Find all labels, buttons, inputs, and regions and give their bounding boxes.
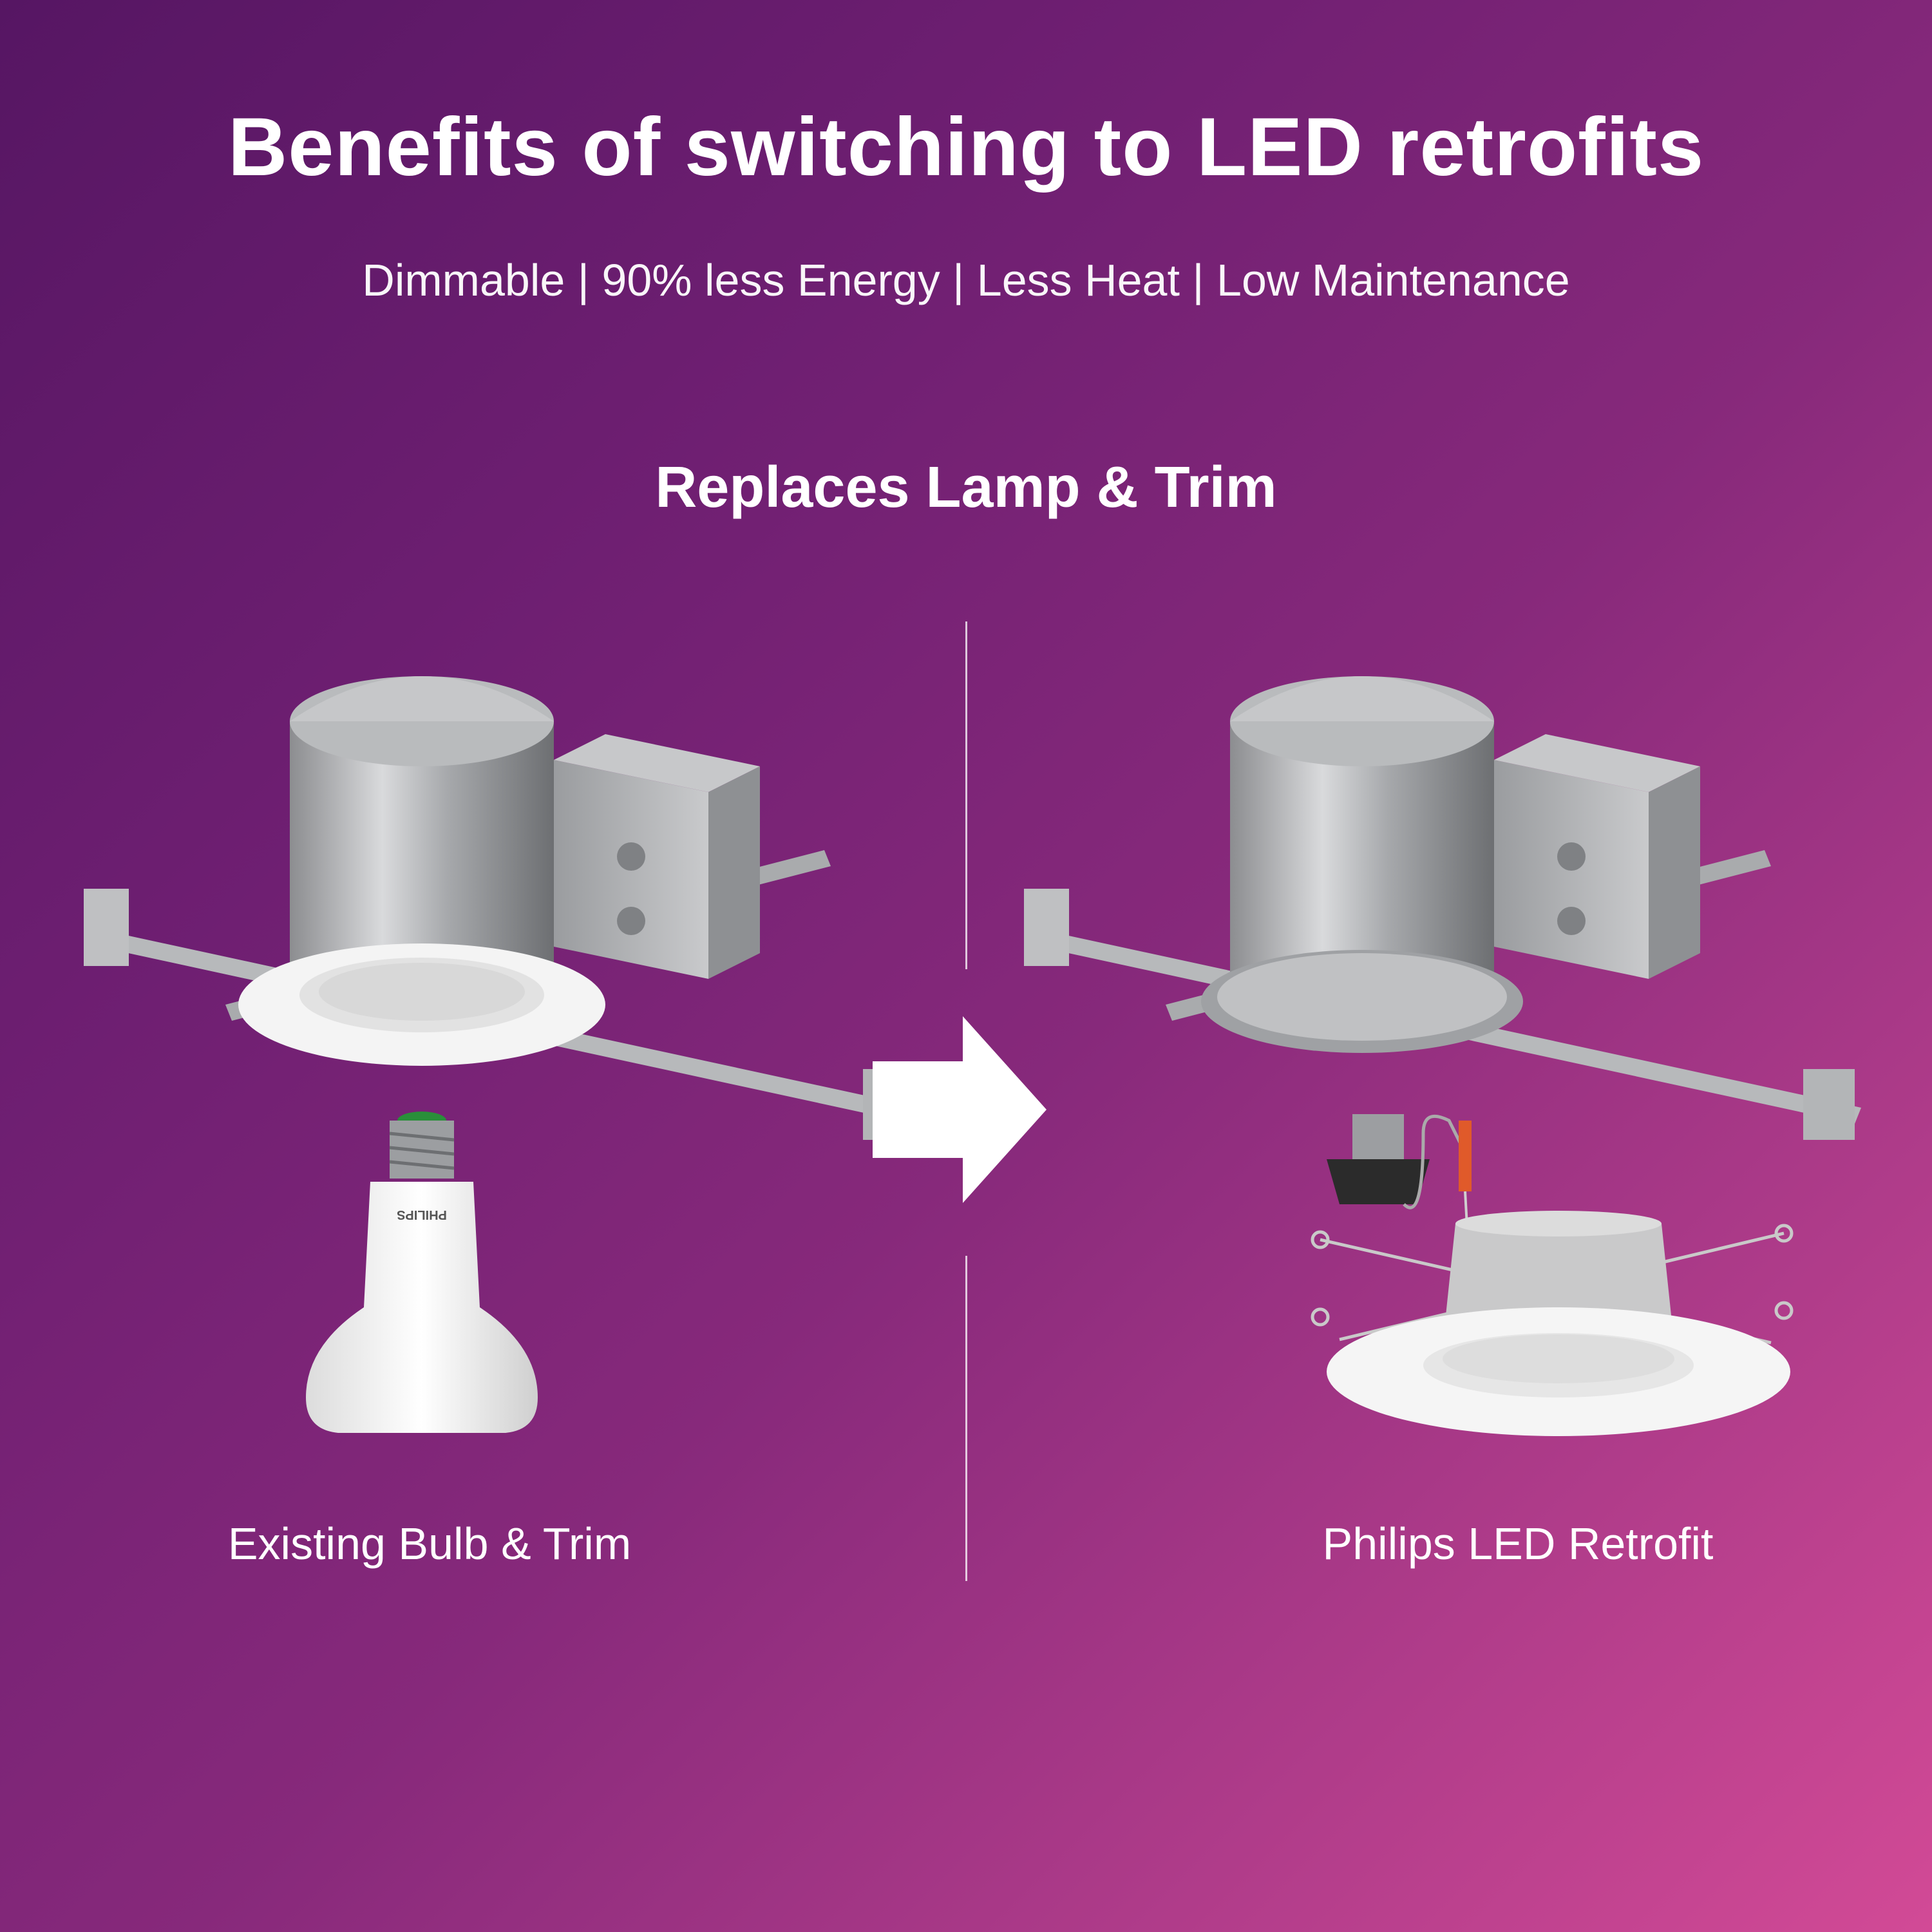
bulb-brand-mark: PHILIPS [397,1208,447,1222]
existing-caption: Existing Bulb & Trim [227,1519,632,1569]
existing-bulb-image: PHILIPS [306,1112,538,1433]
existing-housing-image [84,676,921,1140]
arrow-right-icon [873,1016,1046,1203]
section-heading: Replaces Lamp & Trim [655,455,1277,520]
benefits-line: Dimmable | 90% less Energy | Less Heat |… [362,255,1570,305]
center-divider-bottom [965,1256,967,1581]
page-title: Benefits of switching to LED retrofits [227,101,1705,193]
center-divider-top [965,621,967,969]
led-retrofit-image [1311,1114,1794,1436]
retrofit-caption: Philips LED Retrofit [1322,1519,1714,1569]
retrofit-housing-image [1024,676,1861,1140]
